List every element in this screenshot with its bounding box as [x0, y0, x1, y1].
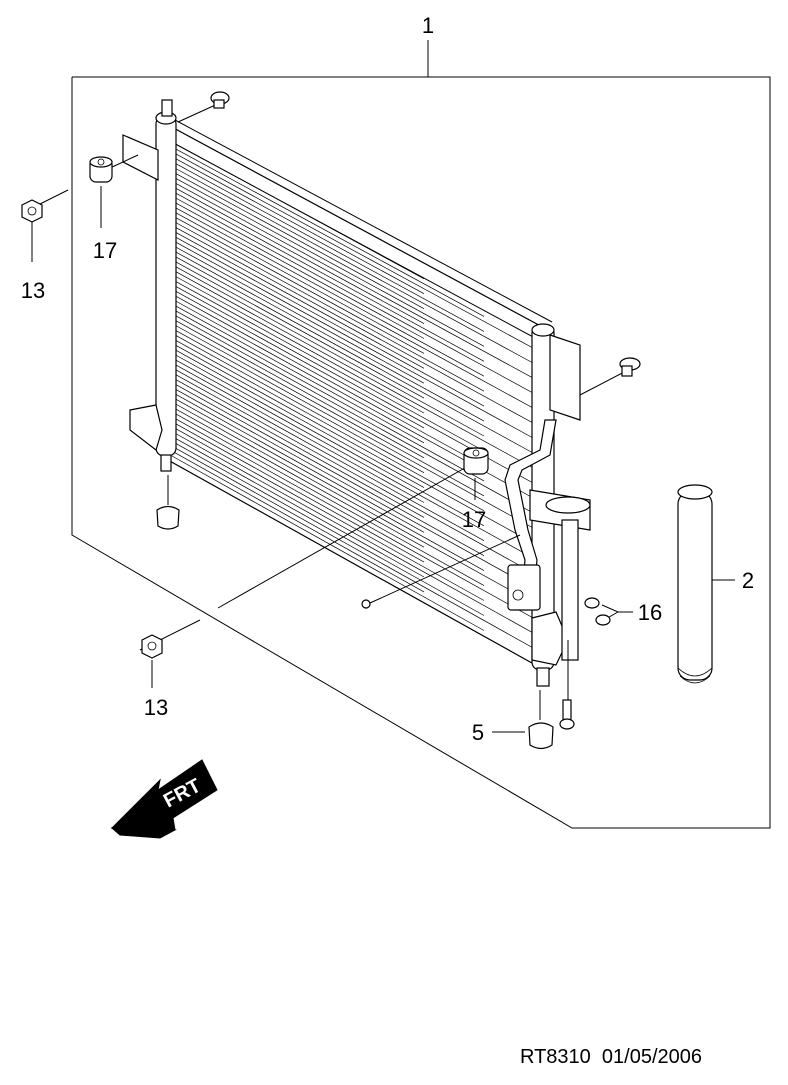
receiver-drier [677, 484, 713, 684]
bushing-upper [89, 156, 113, 183]
condenser-core [167, 119, 553, 674]
callout-nut-lower: 13 [144, 695, 168, 720]
bolt-small [361, 599, 371, 609]
callout-bushing-middle: 17 [462, 507, 486, 532]
assembly-frame [71, 40, 771, 829]
nut-upper-left [21, 199, 43, 223]
document-reference: RT8310 01/05/2006 [520, 1046, 702, 1068]
bushing-middle [463, 447, 489, 475]
callout-condenser-assembly: 1 [422, 13, 434, 38]
bolt-pair [584, 597, 611, 626]
callout-receiver-drier: 2 [742, 568, 754, 593]
front-direction-arrow: FRT [110, 759, 218, 839]
insulator-lower-left [156, 505, 180, 530]
nut-lower-left [141, 634, 163, 659]
bolt-top-left [210, 91, 230, 109]
refrigerant-pipe [504, 419, 591, 661]
callout-insulator: 5 [472, 720, 484, 745]
insulator-lower-right [528, 722, 554, 750]
condenser-fins [171, 141, 545, 655]
bolt-right [619, 357, 641, 377]
callout-nut-upper: 13 [21, 278, 45, 303]
callout-bolt-pair: 16 [638, 600, 662, 625]
callout-bushing-upper: 17 [93, 238, 117, 263]
left-header-tank [122, 99, 177, 472]
bolt-lower [559, 699, 575, 730]
